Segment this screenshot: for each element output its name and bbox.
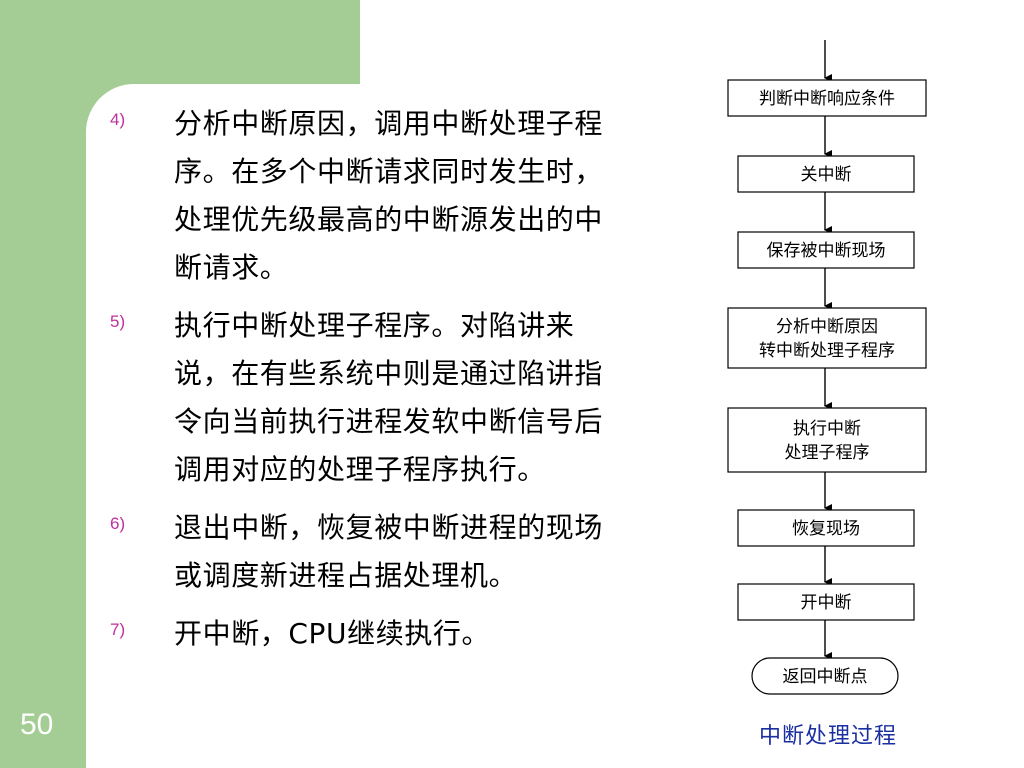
flow-step-label: 执行中断 — [793, 419, 861, 439]
list-item: 4) 分析中断原因，调用中断处理子程序。在多个中断请求同时发生时，处理优先级最高… — [110, 100, 650, 292]
flow-step-label: 开中断 — [801, 593, 852, 613]
flow-step-label: 转中断处理子程序 — [759, 341, 895, 361]
list-item-text: 分析中断原因，调用中断处理子程序。在多个中断请求同时发生时，处理优先级最高的中断… — [174, 107, 604, 284]
flow-step-label: 关中断 — [801, 165, 852, 185]
flow-step-enable-interrupt: 开中断 — [737, 583, 915, 621]
flow-step-analyze-cause: 分析中断原因 转中断处理子程序 — [727, 307, 927, 369]
list-item-number: 6) — [110, 514, 126, 533]
flow-step-label: 恢复现场 — [792, 519, 860, 539]
flow-step-label: 分析中断原因 — [776, 317, 878, 337]
flow-step-execute-handler: 执行中断 处理子程序 — [727, 407, 927, 473]
flow-step-return-point: 返回中断点 — [751, 657, 899, 695]
flow-step-label: 保存被中断现场 — [767, 241, 886, 261]
list-item-number: 5) — [110, 312, 126, 331]
flowchart-caption: 中断处理过程 — [758, 724, 897, 749]
list-item: 5) 执行中断处理子程序。对陷讲来说，在有些系统中则是通过陷讲指令向当前执行进程… — [110, 302, 650, 494]
list-item-text: 执行中断处理子程序。对陷讲来说，在有些系统中则是通过陷讲指令向当前执行进程发软中… — [174, 309, 604, 486]
flow-step-label: 处理子程序 — [785, 443, 870, 463]
interrupt-flowchart: 判断中断响应条件 关中断 保存被中断现场 分析中断原因 转中断处理子程序 执行中… — [727, 40, 927, 695]
step-list: 4) 分析中断原因，调用中断处理子程序。在多个中断请求同时发生时，处理优先级最高… — [110, 100, 650, 668]
list-item-text: 退出中断，恢复被中断进程的现场或调度新进程占据处理机。 — [174, 511, 604, 592]
flow-step-label: 返回中断点 — [783, 667, 868, 687]
page-number: 50 — [20, 708, 54, 741]
list-item-text: 开中断，CPU继续执行。 — [174, 617, 491, 650]
flow-step-label: 判断中断响应条件 — [759, 89, 895, 109]
flow-step-restore-context: 恢复现场 — [737, 509, 915, 547]
list-item-number: 7) — [110, 620, 126, 639]
list-item-number: 4) — [110, 110, 126, 129]
flow-step-check-conditions: 判断中断响应条件 — [727, 79, 927, 117]
flow-step-disable-interrupt: 关中断 — [737, 155, 915, 193]
list-item: 6) 退出中断，恢复被中断进程的现场或调度新进程占据处理机。 — [110, 504, 650, 600]
list-item: 7) 开中断，CPU继续执行。 — [110, 610, 650, 658]
flow-step-save-context: 保存被中断现场 — [737, 231, 915, 269]
